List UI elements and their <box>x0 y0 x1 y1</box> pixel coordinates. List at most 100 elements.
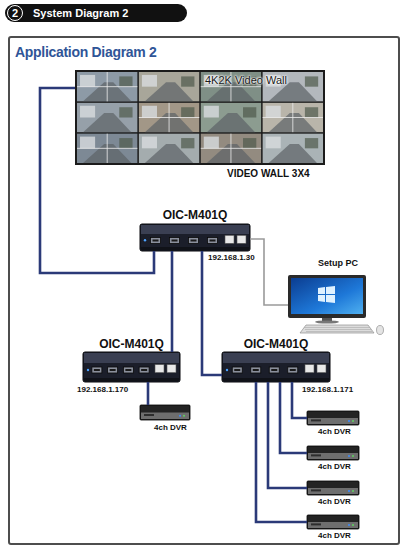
dvr-led <box>348 490 350 492</box>
video-wall-screens <box>75 70 325 165</box>
monitor-screen <box>291 278 363 314</box>
rj45-port <box>225 235 234 243</box>
dvr-label: 4ch DVR <box>318 532 351 540</box>
tree-shape <box>243 107 256 117</box>
hdmi-port <box>92 367 102 373</box>
hdmi-port-inner <box>110 369 116 371</box>
header-text: System Diagram 2 <box>33 8 128 19</box>
hdmi-port-inner <box>153 240 159 242</box>
network-cable <box>250 239 288 305</box>
dvr-led <box>348 420 350 422</box>
dvr-led <box>179 415 181 417</box>
dvr-slot <box>311 523 321 525</box>
chassis-top <box>84 353 179 363</box>
dvr-box: 4ch DVR <box>307 411 359 425</box>
windows-logo <box>318 287 325 294</box>
building-shape <box>266 75 281 87</box>
tree-shape <box>181 107 194 117</box>
dvr-body <box>307 446 359 460</box>
mouse <box>377 326 384 335</box>
rj45-port <box>317 365 326 373</box>
dvr-label: 4ch DVR <box>318 428 351 436</box>
dvr-led <box>352 524 354 526</box>
camera-feed <box>201 103 261 132</box>
ip-address: 192.168.1.170 <box>77 386 128 394</box>
hdmi-port-inner <box>253 369 259 371</box>
dvr-slot <box>311 489 321 491</box>
camera-feed <box>139 103 199 132</box>
dvr-label: 4ch DVR <box>318 463 351 471</box>
dvr-unit <box>307 481 359 495</box>
callout-number: 2 <box>12 8 18 19</box>
monitor-base <box>315 320 339 323</box>
device-label: OIC-M401Q <box>163 209 228 221</box>
ip-address: 192.168.1.30 <box>208 254 255 262</box>
tree-shape <box>243 76 256 86</box>
tree-shape <box>305 76 318 86</box>
tree-shape <box>119 138 132 148</box>
feed-divider <box>201 148 261 149</box>
dvr-unit <box>140 405 190 420</box>
hdmi-cable <box>147 382 150 405</box>
wall-label: VIDEO WALL 3X4 <box>227 169 310 179</box>
hdmi-cable <box>256 382 307 522</box>
dvr-slot <box>311 454 321 456</box>
hdmi-port <box>232 367 242 373</box>
hdmi-port <box>170 238 180 244</box>
windows-logo <box>326 295 335 303</box>
hdmi-port <box>108 367 118 373</box>
camera-feed <box>263 72 323 101</box>
dvr-front <box>308 418 358 424</box>
building-shape <box>80 137 95 149</box>
rj45-port <box>237 235 246 243</box>
keyboard <box>300 325 374 333</box>
rj45-port <box>167 365 176 373</box>
chassis-foot <box>141 247 249 250</box>
device-box: OIC-M401Q192.168.1.170 <box>83 352 180 382</box>
camera-feed <box>139 72 199 101</box>
feed-divider <box>263 117 323 118</box>
device-label: OIC-M401Q <box>244 338 309 350</box>
hdmi-cable <box>268 382 307 488</box>
dvr-unit <box>307 446 359 460</box>
dvr-led <box>183 415 185 417</box>
hdmi-cable <box>202 251 222 375</box>
building-shape <box>204 75 219 87</box>
hdmi-port-inner <box>271 369 277 371</box>
pc-box: Setup PC <box>288 275 366 318</box>
dvr-box: 4ch DVR <box>307 446 359 460</box>
tree-shape <box>119 76 132 86</box>
tree-shape <box>243 138 256 148</box>
building-shape <box>142 106 157 118</box>
camera-feed <box>77 103 137 132</box>
feed-divider <box>201 86 261 87</box>
hdmi-port-inner <box>125 369 131 371</box>
dvr-unit <box>307 515 359 529</box>
frame-title: Application Diagram 2 <box>15 45 157 59</box>
pc-label: Setup PC <box>318 259 358 268</box>
hdmi-port-inner <box>172 240 178 242</box>
dvr-front <box>308 522 358 528</box>
status-led <box>226 369 228 371</box>
ip-address: 192.168.1.171 <box>302 386 353 394</box>
camera-feed <box>77 72 137 101</box>
hdmi-port <box>208 238 218 244</box>
building-shape <box>266 137 281 149</box>
device-box: OIC-M401Q192.168.1.30 <box>140 224 250 251</box>
dvr-label: 4ch DVR <box>154 424 187 432</box>
chassis-foot <box>223 378 329 381</box>
wall-bezel <box>75 70 325 165</box>
header-pill: System Diagram 2 2 <box>5 4 187 22</box>
building-shape <box>80 106 95 118</box>
dvr-led <box>352 455 354 457</box>
rj45-port <box>305 365 314 373</box>
device-chassis <box>140 224 250 251</box>
tree-shape <box>181 138 194 148</box>
status-led <box>87 369 89 371</box>
camera-feed <box>263 134 323 163</box>
device-chassis <box>222 352 330 382</box>
number-circle: 2 <box>7 5 23 21</box>
feed-divider <box>77 148 137 149</box>
video-wall: 4K2K Video WallVIDEO WALL 3X4 <box>75 70 325 165</box>
chassis-body <box>140 224 250 251</box>
